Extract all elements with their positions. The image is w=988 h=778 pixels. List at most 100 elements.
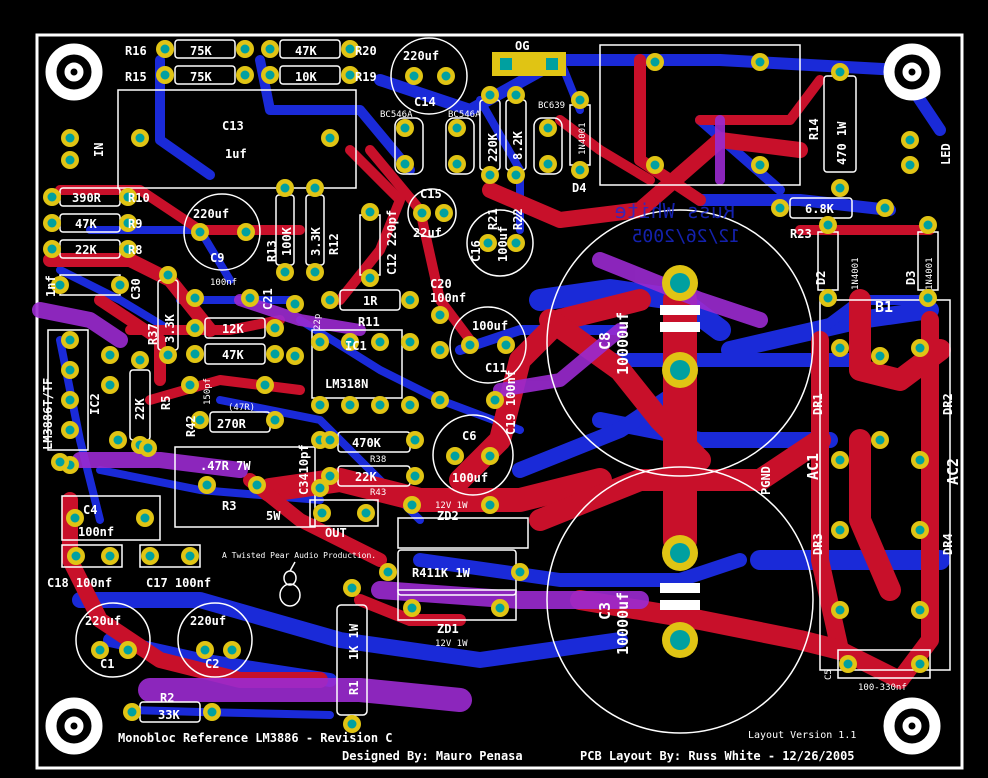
- via: [923, 293, 933, 303]
- zd1-value: 12V 1W: [435, 639, 468, 649]
- via: [923, 220, 933, 230]
- via: [190, 323, 200, 333]
- via: [650, 160, 660, 170]
- r41-label: R411K 1W: [412, 566, 471, 580]
- c12-label: C12 220pf: [385, 210, 399, 275]
- led-label: LED: [939, 143, 953, 165]
- via: [400, 159, 410, 169]
- via: [347, 719, 357, 729]
- via: [315, 400, 325, 410]
- mounting-hole: [45, 43, 103, 101]
- via: [123, 192, 133, 202]
- dr4-label: DR4: [941, 533, 955, 555]
- via: [375, 400, 385, 410]
- via: [405, 295, 415, 305]
- via: [485, 170, 495, 180]
- via: [195, 415, 205, 425]
- r22-ref: R22: [511, 208, 525, 230]
- mounting-hole: [45, 697, 103, 755]
- via: [325, 435, 335, 445]
- c3-value: 10000uf: [614, 592, 632, 655]
- via: [47, 192, 57, 202]
- version-text: Layout Version 1.1: [748, 730, 856, 741]
- via: [905, 160, 915, 170]
- via: [200, 645, 210, 655]
- mounting-hole: [883, 43, 941, 101]
- via: [47, 218, 57, 228]
- via: [270, 415, 280, 425]
- in-label: IN: [92, 143, 106, 157]
- via: [145, 551, 155, 561]
- r3-value: .47R 7W: [200, 459, 251, 473]
- via: [290, 351, 300, 361]
- r21-ref: R21: [486, 208, 500, 230]
- c9-ref: C9: [210, 251, 224, 265]
- via: [265, 44, 275, 54]
- via: [465, 340, 475, 350]
- via: [65, 425, 75, 435]
- dr1-label: DR1: [811, 393, 825, 415]
- q2-label: BC546A: [448, 110, 481, 120]
- via: [345, 400, 355, 410]
- ic2-ref: IC2: [88, 393, 102, 415]
- c13-value: 1uf: [225, 147, 247, 161]
- r37-value: 3.3K: [163, 313, 177, 343]
- via: [270, 323, 280, 333]
- via: [65, 365, 75, 375]
- via: [361, 508, 371, 518]
- via: [405, 400, 415, 410]
- ic1-value: LM318N: [325, 377, 368, 391]
- via: [543, 123, 553, 133]
- via: [317, 508, 327, 518]
- c32-label: 150pf: [203, 378, 213, 405]
- via: [65, 133, 75, 143]
- c6-value: 100uf: [452, 471, 488, 485]
- q3-label: BC546A: [380, 110, 413, 120]
- designer-text: Designed By: Mauro Penasa: [342, 749, 523, 763]
- via: [495, 603, 505, 613]
- via: [511, 238, 521, 248]
- via: [575, 165, 585, 175]
- c17-label: C17 100nf: [146, 576, 211, 590]
- via: [650, 57, 660, 67]
- via: [875, 351, 885, 361]
- r6-value: 12K: [222, 322, 244, 336]
- via: [915, 605, 925, 615]
- ic2-value: LM3886T/TF: [41, 378, 55, 450]
- via: [483, 238, 493, 248]
- via: [755, 57, 765, 67]
- d2-value: 1N4001: [851, 257, 861, 290]
- via: [123, 218, 133, 228]
- via: [490, 395, 500, 405]
- b1-ref: B1: [875, 298, 893, 316]
- r2-value: 33K: [158, 708, 180, 722]
- via: [123, 244, 133, 254]
- c29-label: 22p: [313, 314, 323, 330]
- via: [65, 395, 75, 405]
- via: [160, 44, 170, 54]
- via: [310, 267, 320, 277]
- via: [875, 435, 885, 445]
- ic1-ref: IC1: [345, 339, 367, 353]
- board-outline: [35, 33, 964, 770]
- r1-value: 1K 1W: [347, 623, 361, 660]
- r8-ref: R8: [128, 243, 142, 257]
- zd2-ref: ZD2: [437, 509, 459, 523]
- c4-ref: C4: [83, 503, 97, 517]
- c16-ref: C16: [469, 240, 483, 262]
- dr2-label: DR2: [941, 393, 955, 415]
- via: [407, 500, 417, 510]
- r43-value: 22K: [355, 470, 377, 484]
- via: [575, 95, 585, 105]
- via: [270, 349, 280, 359]
- via: [435, 345, 445, 355]
- r11-value: 1R: [363, 294, 378, 308]
- via: [252, 480, 262, 490]
- mounting-holes: [45, 43, 941, 755]
- via: [55, 280, 65, 290]
- via: [485, 500, 495, 510]
- via: [315, 483, 325, 493]
- top-copper-layer: [43, 54, 951, 689]
- via: [835, 605, 845, 615]
- via: [325, 471, 335, 481]
